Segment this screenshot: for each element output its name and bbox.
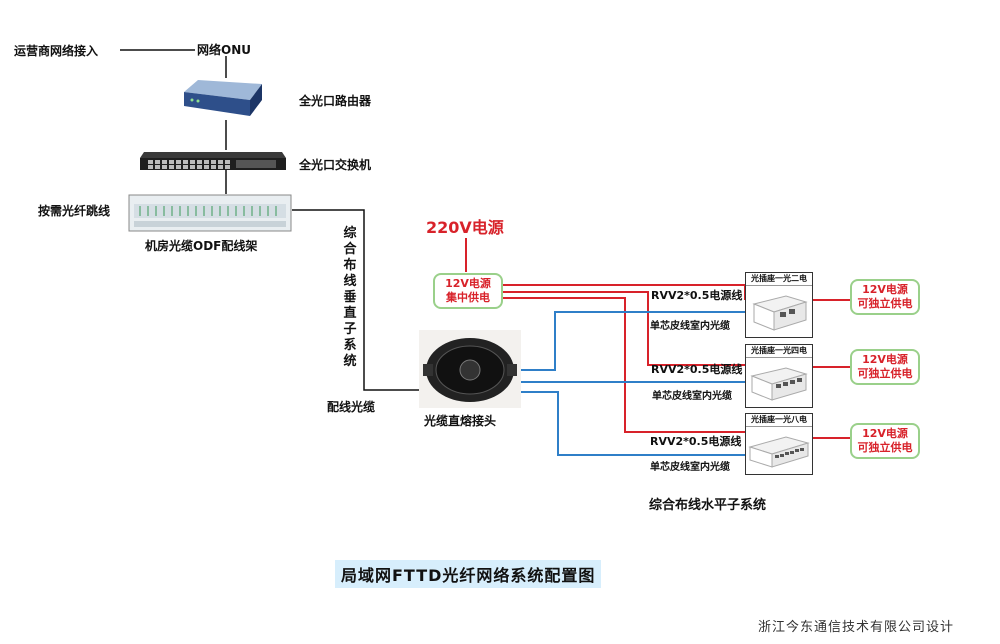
central-power-line2: 集中供电 — [446, 291, 490, 304]
vertical-riser-cable — [292, 209, 420, 391]
credit-text: 浙江今东通信技术有限公司设计 — [758, 620, 955, 635]
panel-2: 光插座一光四电 — [745, 344, 813, 408]
indep-power-2-line2: 可独立供电 — [857, 367, 913, 380]
indep-power-1-line1: 12V电源 — [862, 283, 908, 296]
fiber-cable-label-3: 单芯皮线室内光缆 — [650, 462, 730, 473]
power-cable-label-3: RVV2*0.5电源线 — [650, 435, 742, 448]
central-power-box: 12V电源 集中供电 — [433, 273, 503, 309]
indep-power-box-2: 12V电源 可独立供电 — [850, 349, 920, 385]
splice-closure-device — [419, 330, 521, 408]
indep-power-2-line1: 12V电源 — [862, 353, 908, 366]
panel-1: 光插座一光二电 — [745, 272, 813, 338]
indep-power-3-line2: 可独立供电 — [857, 441, 913, 454]
onu-label: 网络ONU — [197, 43, 251, 57]
distribution-cable-label: 配线光缆 — [327, 400, 376, 414]
indep-power-3-line1: 12V电源 — [862, 427, 908, 440]
central-power-line1: 12V电源 — [445, 277, 491, 290]
switch-label: 全光口交换机 — [299, 158, 372, 172]
horizontal-system-label: 综合布线水平子系统 — [649, 498, 767, 513]
diagram-title: 局域网FTTD光纤网络系统配置图 — [335, 560, 602, 588]
power-cable-label-1: RVV2*0.5电源线 — [651, 289, 743, 302]
router-label: 全光口路由器 — [299, 94, 372, 108]
panel-2-title: 光插座一光四电 — [746, 345, 812, 358]
power-wire-2 — [500, 291, 745, 366]
power-cable-label-2: RVV2*0.5电源线 — [651, 363, 743, 376]
panel-3: 光插座一光八电 — [745, 413, 813, 475]
fiber-cable-label-2: 单芯皮线室内光缆 — [652, 391, 732, 402]
isp-access-label: 运营商网络接入 — [14, 44, 99, 58]
indep-power-box-3: 12V电源 可独立供电 — [850, 423, 920, 459]
indep-power-box-1: 12V电源 可独立供电 — [850, 279, 920, 315]
patch-cord-label: 按需光纤跳线 — [38, 204, 111, 218]
panel-2-socket-icon — [750, 367, 808, 401]
fiber-cable-label-1: 单芯皮线室内光缆 — [650, 321, 730, 332]
panel-3-title: 光插座一光八电 — [746, 414, 812, 427]
fiber-wire-3 — [520, 391, 745, 456]
splice-closure-label: 光缆直熔接头 — [424, 414, 497, 428]
indep-power-1-line2: 可独立供电 — [857, 297, 913, 310]
panel-1-title: 光插座一光二电 — [746, 273, 812, 286]
odf-frame-device — [128, 194, 292, 232]
panel-3-socket-icon — [748, 436, 810, 468]
router-device — [180, 78, 264, 120]
fiber-wire-1 — [520, 311, 745, 371]
switch-device — [138, 150, 288, 172]
odf-label: 机房光缆ODF配线架 — [145, 239, 258, 253]
mains-power-label: 220V电源 — [426, 218, 504, 237]
vertical-system-label: 综合布线垂直子系统 — [343, 226, 357, 369]
panel-1-socket-icon — [752, 295, 808, 331]
power-wire-3 — [500, 297, 745, 433]
